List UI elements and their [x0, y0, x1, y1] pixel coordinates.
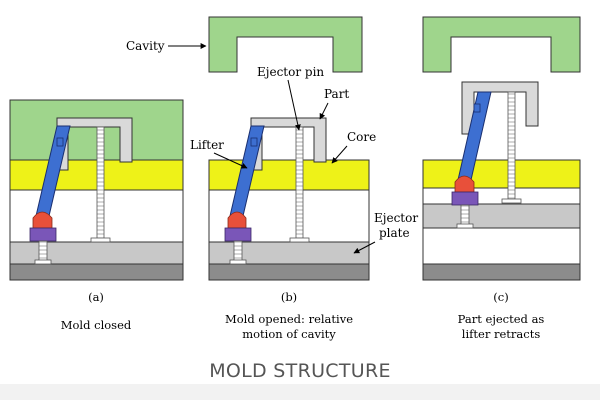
lifter-tab-b	[250, 137, 258, 147]
page-title: MOLD STRUCTURE	[209, 360, 391, 382]
lifter-rod-head-c	[456, 223, 474, 229]
label-cavity: Cavity	[126, 39, 165, 53]
lifter-rod-head-b	[229, 259, 247, 265]
ejector-pin-head-b	[289, 237, 310, 243]
label-lifter: Lifter	[190, 138, 224, 152]
lifter-purple-block-b	[224, 227, 252, 242]
lifter-rod-head-a	[34, 259, 52, 265]
ejector-pin-head-a	[90, 237, 111, 243]
ejector-pin-c	[507, 91, 516, 201]
cavity-block-b	[208, 16, 363, 73]
label-part: Part	[324, 87, 349, 101]
ejector-plate-c	[422, 203, 581, 229]
panel-c-caption-line2: lifter retracts	[462, 327, 541, 341]
lifter-red-block-b	[227, 211, 247, 229]
panel-a-tag: (a)	[88, 290, 104, 304]
lifter-red-block-a	[32, 211, 53, 229]
label-ejector-plate-line2: plate	[379, 226, 410, 240]
ejector-pin-b	[295, 126, 304, 240]
mold-body-c	[422, 187, 581, 205]
part-a	[56, 117, 133, 171]
base-plate-a	[9, 263, 184, 281]
label-ejector-plate-line1: Ejector	[374, 211, 418, 225]
ejector-pin-a	[96, 126, 105, 240]
panel-c-caption-line1: Part ejected as	[458, 312, 545, 326]
panel-c	[422, 16, 581, 281]
core-block-b	[208, 159, 370, 191]
lifter-tab-c	[473, 103, 481, 113]
panel-b-caption-line2: motion of cavity	[242, 327, 336, 341]
label-ejector-pin: Ejector pin	[257, 65, 324, 79]
lifter-purple-block-c	[451, 191, 479, 206]
panel-c-tag: (c)	[493, 290, 508, 304]
core-block-c	[422, 159, 581, 189]
part-b	[250, 117, 327, 171]
lifter-tab-a	[56, 137, 64, 147]
cavity-block-a	[9, 99, 184, 161]
arrow-ejector-pin	[287, 79, 301, 131]
arrow-ejector-plate	[353, 241, 376, 254]
footer-band	[0, 384, 600, 400]
panel-b	[208, 16, 370, 281]
arrow-core	[331, 145, 348, 164]
panel-b-caption-line1: Mold opened: relative	[225, 312, 353, 326]
lifter-red-block-c	[454, 175, 475, 193]
arrow-part	[319, 102, 329, 120]
ejector-pin-head-c	[501, 198, 522, 204]
panel-a	[9, 99, 184, 281]
mold-gap-c	[422, 227, 581, 265]
cavity-block-c	[422, 16, 581, 73]
panel-b-tag: (b)	[281, 290, 297, 304]
base-plate-c	[422, 263, 581, 281]
core-block-a	[9, 159, 184, 191]
panel-a-caption-line1: Mold closed	[61, 318, 132, 332]
lifter-purple-block-a	[29, 227, 57, 242]
base-plate-b	[208, 263, 370, 281]
label-core: Core	[347, 130, 376, 144]
arrow-lifter	[213, 152, 248, 169]
